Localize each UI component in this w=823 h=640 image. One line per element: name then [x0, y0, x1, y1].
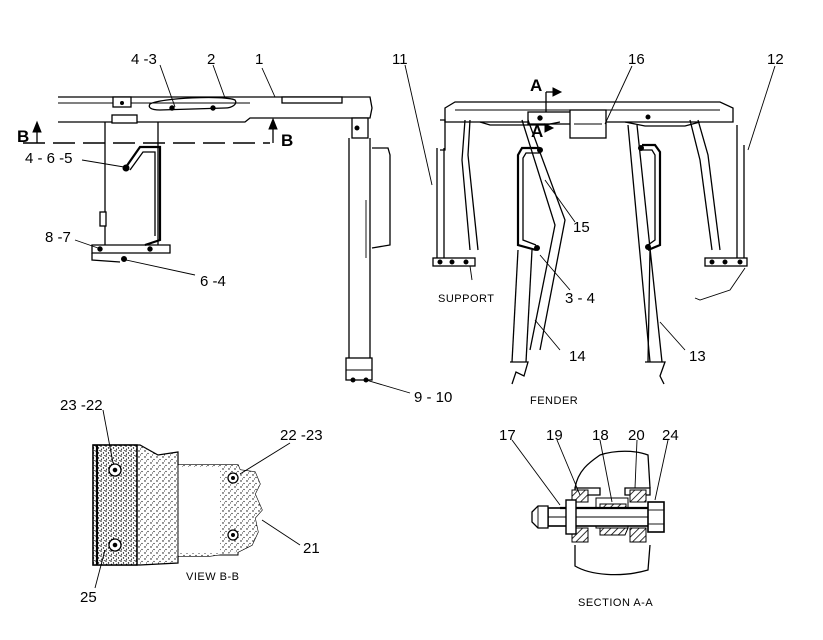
label-22-23: 22 -23 [280, 427, 323, 444]
caption-section-aa: SECTION A-A [578, 597, 653, 609]
section-aa-detail [531, 450, 665, 576]
label-14: 14 [569, 348, 586, 365]
section-line-bb: B B [17, 117, 293, 150]
label-4-3: 4 -3 [131, 51, 157, 68]
label-6-4: 6 -4 [200, 273, 226, 290]
label-1: 1 [255, 51, 263, 68]
label-24: 24 [662, 427, 679, 444]
section-b-left-marker: B [17, 127, 29, 146]
section-a-top-marker: A [530, 76, 542, 95]
section-b-right-marker: B [281, 131, 293, 150]
label-25: 25 [80, 589, 97, 606]
caption-fender: FENDER [530, 395, 578, 407]
label-23-22: 23 -22 [60, 397, 103, 414]
caption-view-bb: VIEW B-B [186, 571, 240, 583]
label-13: 13 [689, 348, 706, 365]
label-3-4: 3 - 4 [565, 290, 595, 307]
caption-support: SUPPORT [438, 293, 494, 305]
callout-labels: 1 2 4 -3 4 - 6 -5 8 -7 6 -4 9 - 10 11 12… [25, 51, 784, 606]
label-19: 19 [546, 427, 563, 444]
front-view-assembly: A A [432, 76, 748, 385]
label-21: 21 [303, 540, 320, 557]
label-8-7: 8 -7 [45, 229, 71, 246]
view-captions: SUPPORT FENDER VIEW B-B SECTION A-A [186, 293, 653, 609]
label-11: 11 [392, 51, 408, 68]
label-12: 12 [767, 51, 784, 68]
label-4-6-5: 4 - 6 -5 [25, 150, 73, 167]
leader-lines [74, 64, 776, 589]
label-9-10: 9 - 10 [414, 389, 452, 406]
view-bb-detail [92, 444, 263, 566]
left-side-assembly [58, 96, 391, 383]
label-17: 17 [499, 427, 516, 444]
label-16: 16 [628, 51, 645, 68]
label-15: 15 [573, 219, 590, 236]
label-20: 20 [628, 427, 645, 444]
label-18: 18 [592, 427, 609, 444]
label-2: 2 [207, 51, 215, 68]
